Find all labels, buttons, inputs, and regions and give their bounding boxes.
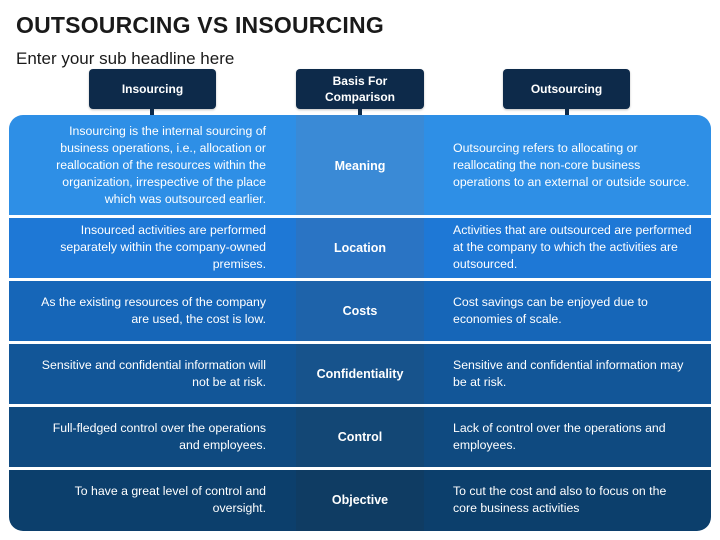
- basis-cell: Location: [296, 216, 424, 279]
- basis-cell: Objective: [296, 468, 424, 531]
- header-basis-line1: Basis For: [332, 74, 388, 88]
- insourcing-cell: Sensitive and confidential information w…: [41, 357, 266, 389]
- table-row-meaning: Insourcing is the internal sourcing of b…: [9, 115, 711, 216]
- outsourcing-cell: Activities that are outsourced are perfo…: [453, 223, 692, 271]
- basis-cell: Control: [296, 405, 424, 468]
- row-separator: [9, 341, 711, 344]
- header-outsourcing: Outsourcing: [503, 69, 630, 109]
- outsourcing-cell: To cut the cost and also to focus on the…: [453, 483, 667, 515]
- slide-subtitle: Enter your sub headline here: [16, 49, 235, 68]
- header-connector-middle: [358, 109, 362, 117]
- header-insourcing: Insourcing: [89, 69, 216, 109]
- slide-title: OUTSOURCING VS INSOURCING: [16, 12, 384, 38]
- insourcing-cell: Insourced activities are performed separ…: [60, 223, 266, 271]
- comparison-table: Insourcing is the internal sourcing of b…: [9, 115, 711, 531]
- outsourcing-cell: Outsourcing refers to allocating or real…: [453, 141, 690, 189]
- outsourcing-cell: Lack of control over the operations and …: [453, 420, 666, 452]
- basis-cell: Meaning: [296, 115, 424, 216]
- row-separator: [9, 215, 711, 218]
- table-row-objective: To have a great level of control and ove…: [9, 468, 711, 531]
- insourcing-cell: Full-fledged control over the operations…: [52, 420, 266, 452]
- row-separator: [9, 404, 711, 407]
- basis-cell: Confidentiality: [296, 342, 424, 405]
- header-basis-line2: Comparison: [324, 90, 395, 104]
- insourcing-cell: Insourcing is the internal sourcing of b…: [56, 124, 266, 206]
- table-row-control: Full-fledged control over the operations…: [9, 405, 711, 468]
- header-connector-left: [150, 109, 154, 117]
- header-connector-right: [565, 109, 569, 117]
- row-separator: [9, 278, 711, 281]
- header-insourcing-label: Insourcing: [121, 82, 184, 96]
- outsourcing-cell: Sensitive and confidential information m…: [453, 357, 684, 389]
- insourcing-cell: As the existing resources of the company…: [41, 294, 266, 326]
- basis-cell: Costs: [296, 279, 424, 342]
- header-outsourcing-label: Outsourcing: [530, 82, 603, 96]
- table-row-location: Insourced activities are performed separ…: [9, 216, 711, 279]
- row-separator: [9, 467, 711, 470]
- outsourcing-cell: Cost savings can be enjoyed due to econo…: [453, 294, 648, 326]
- table-row-costs: As the existing resources of the company…: [9, 279, 711, 342]
- table-row-confidentiality: Sensitive and confidential information w…: [9, 342, 711, 405]
- insourcing-cell: To have a great level of control and ove…: [74, 483, 266, 515]
- header-basis-for-comparison: Basis For Comparison: [296, 69, 424, 109]
